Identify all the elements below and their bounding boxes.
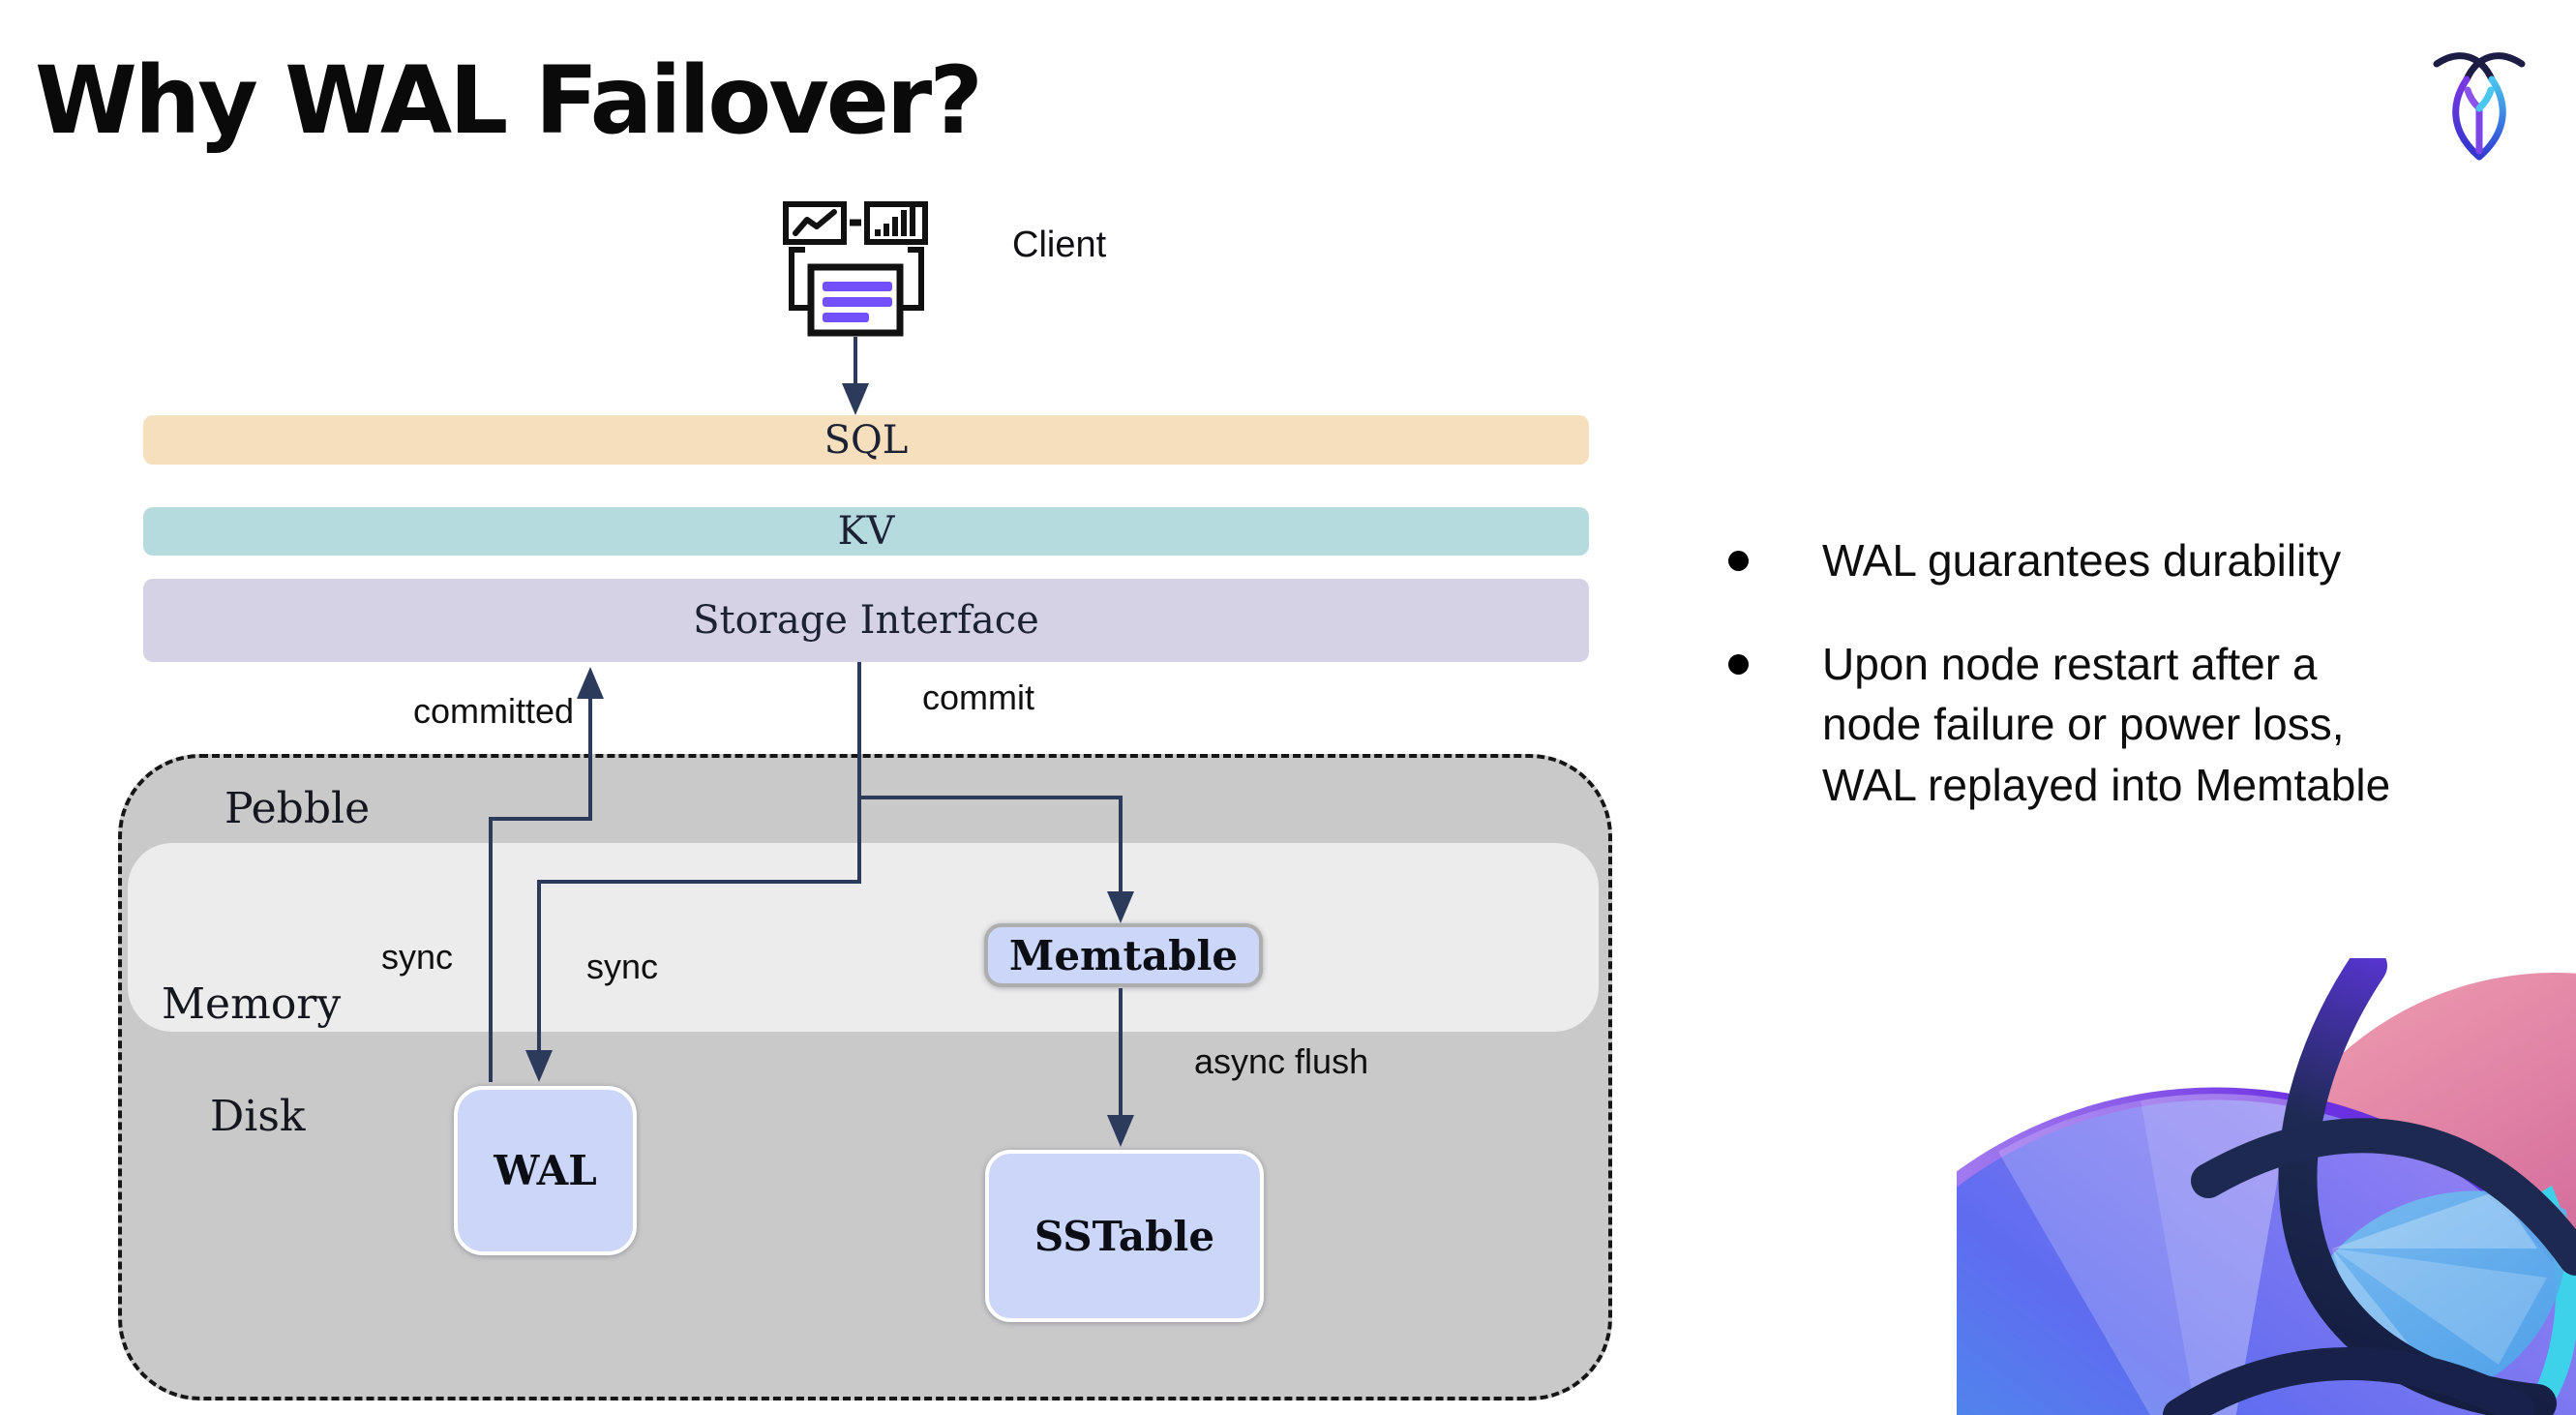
memtable-node-label: Memtable	[1008, 931, 1239, 979]
layer-bar-kv: KV	[143, 507, 1589, 556]
bullet-item: WAL guarantees durability	[1719, 530, 2570, 591]
bullet-dot-icon	[1728, 551, 1749, 571]
bullet-text: WAL guarantees durability	[1822, 535, 2342, 586]
wal-node: WAL	[454, 1086, 637, 1255]
sstable-node-label: SSTable	[1033, 1212, 1215, 1260]
memory-label: Memory	[162, 979, 342, 1029]
edge-label-sync-left: sync	[381, 937, 454, 977]
wal-node-label: WAL	[494, 1147, 597, 1194]
client-label: Client	[1012, 225, 1107, 265]
edge-label-commit: commit	[922, 677, 1034, 717]
layer-bar-storage-interface: Storage Interface	[143, 579, 1589, 662]
edge-label-sync-right: sync	[586, 947, 659, 986]
decorative-artwork	[1957, 958, 2576, 1415]
bullet-text: Upon node restart after a node failure o…	[1822, 638, 2391, 810]
bullet-item: Upon node restart after a node failure o…	[1719, 634, 2570, 816]
layer-label-sql: SQL	[824, 417, 909, 463]
layer-label-kv: KV	[837, 509, 895, 554]
memtable-node: Memtable	[984, 923, 1263, 987]
sstable-node: SSTable	[985, 1150, 1264, 1322]
layer-bar-sql: SQL	[143, 415, 1589, 465]
client-icon	[783, 201, 928, 337]
page-title: Why WAL Failover?	[35, 46, 983, 155]
edge-label-committed: committed	[412, 691, 575, 731]
bullet-list: WAL guarantees durability Upon node rest…	[1719, 530, 2570, 815]
cockroachdb-logo-icon	[2433, 52, 2526, 161]
layer-label-storage-interface: Storage Interface	[693, 598, 1039, 643]
pebble-label: Pebble	[225, 784, 371, 833]
edge-label-async-flush: async flush	[1194, 1041, 1369, 1081]
disk-label: Disk	[210, 1092, 306, 1141]
memory-zone	[128, 843, 1599, 1032]
bullet-dot-icon	[1728, 653, 1749, 675]
